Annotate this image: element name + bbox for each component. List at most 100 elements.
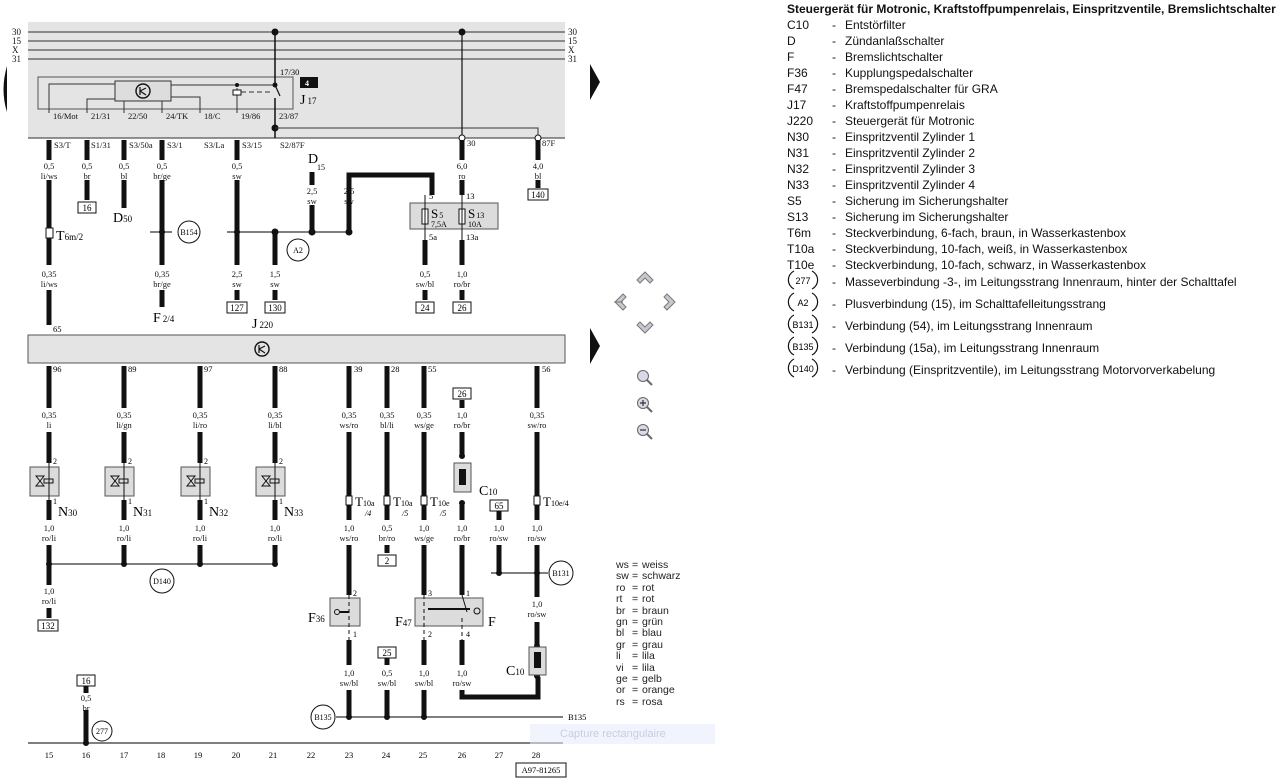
wire-color: bl (535, 171, 542, 181)
wire-color: sw/bl (340, 678, 359, 688)
ref-box[interactable] (77, 201, 97, 214)
wire-color: ro/br (454, 533, 471, 543)
ref-box[interactable] (37, 619, 59, 632)
wire-size: 1,0 (457, 269, 468, 279)
ref-box[interactable] (377, 554, 397, 567)
ref-number: 140 (531, 190, 545, 200)
ref-box[interactable] (226, 301, 248, 314)
pan-left-icon[interactable] (613, 293, 627, 311)
splice-b131[interactable] (548, 560, 574, 586)
legend-desc: Sicherung im Sicherungshalter (845, 210, 1009, 224)
legend-item: N32-Einspritzventil Zylinder 3 (787, 161, 1276, 177)
zoom-fit-icon[interactable] (637, 370, 653, 386)
color-abbr: ro (616, 581, 626, 594)
injector-n31[interactable] (104, 463, 135, 500)
injector-n33[interactable] (255, 463, 286, 500)
splice-a2[interactable] (286, 238, 310, 262)
wire-size: 4,0 (533, 161, 544, 171)
legend-desc: Zündanlaßschalter (845, 34, 945, 48)
relay-j17[interactable] (37, 76, 294, 110)
bus-label-30-right: 30 (568, 27, 578, 37)
ref-box[interactable] (452, 387, 472, 400)
zoom-out-icon[interactable] (637, 424, 653, 440)
injector-n30[interactable] (29, 463, 60, 500)
splice-b154[interactable] (177, 220, 201, 244)
ref-box[interactable] (264, 301, 286, 314)
wire-color: ws/ro (340, 533, 359, 543)
wire-color: ro/li (42, 596, 57, 606)
connector-label: T10a (355, 494, 375, 509)
injector-n32[interactable] (180, 463, 211, 500)
ref-number: 24 (421, 303, 431, 313)
legend-desc: Steuergerät für Motronic (845, 114, 975, 128)
track-number: 22 (307, 750, 316, 760)
ignition-switch-d50-label: D50 (113, 211, 133, 226)
splice-d140-label: D140 (153, 577, 171, 586)
next-page-arrow-2[interactable] (590, 328, 600, 364)
equals-sign: = (632, 615, 639, 628)
color-name: blau (642, 627, 662, 640)
wire-color: li/ws (41, 171, 58, 181)
splice-b135[interactable] (310, 704, 336, 730)
legend-item: N31-Einspritzventil Zylinder 2 (787, 145, 1276, 161)
legend-desc: Steckverbindung, 10-fach, schwarz, in Wa… (845, 258, 1147, 272)
connector-label: 30 (467, 138, 476, 148)
ref-box[interactable] (489, 499, 509, 512)
ref-box[interactable] (452, 301, 472, 314)
relay-pin-label: 23/87 (279, 111, 298, 121)
ref-box[interactable] (76, 674, 96, 687)
track-number: 25 (419, 750, 428, 760)
connector-t10a-icon (383, 495, 391, 506)
equals-sign: = (632, 650, 639, 663)
color-name: gelb (642, 672, 662, 685)
legend-dash: - (832, 341, 836, 355)
track-numbers: 15 16 17 18 19 20 21 22 23 24 25 26 27 2… (45, 750, 541, 760)
splice-circle-icon: D140 (787, 358, 819, 378)
legend-code: J220 (787, 114, 814, 128)
splice-b135-label: B135 (314, 713, 331, 722)
wire-size: 0,5 (81, 693, 92, 703)
ref-box[interactable] (415, 301, 435, 314)
connector-pin: /4 (364, 509, 371, 518)
legend-code: C10 (787, 18, 810, 32)
ref-box[interactable] (377, 646, 397, 659)
connector-label: S3/1 (167, 140, 183, 150)
track-number: 21 (269, 750, 278, 760)
pan-right-icon[interactable] (663, 293, 676, 311)
switch-pin: 1 (353, 630, 357, 639)
wire-color: sw/ro (528, 420, 547, 430)
pan-down-icon[interactable] (636, 321, 654, 334)
ground-277[interactable] (91, 720, 113, 742)
zoom-in-icon[interactable] (637, 397, 653, 413)
injector-label: N33 (284, 505, 304, 520)
splice-d140[interactable] (149, 568, 175, 594)
ecu-j220-block[interactable] (27, 334, 566, 364)
wire-color: bl (121, 171, 128, 181)
connector-label: T10a (393, 494, 413, 509)
wire-size: 0,35 (42, 269, 57, 279)
ecu-pin: 39 (354, 364, 363, 374)
ref-box[interactable] (527, 188, 549, 201)
legend-code: N31 (787, 146, 810, 160)
legend-splice-item: B135-Verbindung (15a), im Leitungsstrang… (787, 336, 1276, 361)
color-abbr: ws (616, 559, 629, 571)
legend-dash: - (832, 34, 836, 48)
clutch-switch-f36[interactable] (329, 595, 361, 640)
color-name: braun (642, 604, 669, 617)
brake-pedal-switch-f47[interactable] (414, 594, 484, 640)
wire-color: br/ge (153, 279, 171, 289)
wire-size: 0,35 (380, 410, 395, 420)
color-name: grün (642, 615, 664, 628)
prev-page-arrow[interactable] (3, 66, 8, 112)
pan-up-icon[interactable] (636, 271, 654, 284)
wire-size: 1,0 (195, 523, 206, 533)
connector-label: S3/La (204, 140, 225, 150)
connector-label: S3/T (54, 140, 71, 150)
wire-color: li/gn (116, 420, 132, 430)
ecu-pin: 55 (428, 364, 437, 374)
injector-pin: 2 (279, 457, 283, 466)
splice-b154-label: B154 (180, 228, 197, 237)
next-page-arrow[interactable] (590, 64, 600, 100)
ecu-pin: 56 (542, 364, 551, 374)
